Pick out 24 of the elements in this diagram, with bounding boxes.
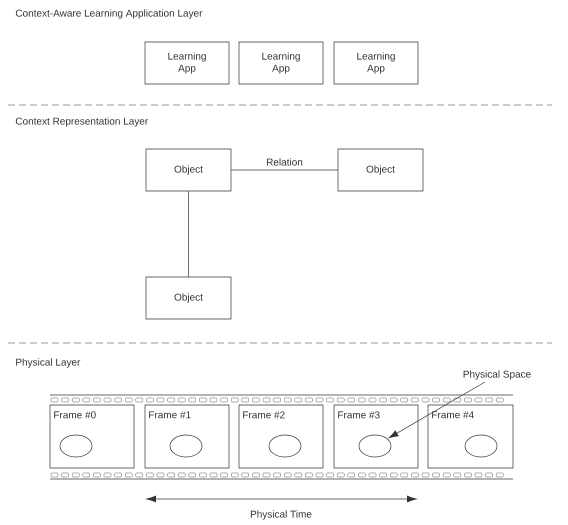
object-box: Object xyxy=(146,148,232,192)
ellipse-shape xyxy=(60,434,92,458)
frame-box: Frame #3 xyxy=(334,404,418,468)
edge-label: Relation xyxy=(266,158,302,166)
connector-line xyxy=(188,191,189,277)
app-box: Learning App xyxy=(334,42,418,84)
leader-line xyxy=(388,382,486,438)
layer-heading: Context-Aware Learning Application Layer xyxy=(16,9,202,19)
object-box: Object xyxy=(146,276,232,320)
ellipse-shape xyxy=(464,434,498,458)
frame-box: Frame #1 xyxy=(144,404,230,468)
frame-box: Frame #4 xyxy=(428,404,514,468)
ellipse-shape xyxy=(358,434,392,458)
frame-box: Frame #0 xyxy=(50,404,134,468)
callout-text: Physical Space xyxy=(464,370,531,380)
layer-heading: Physical Layer xyxy=(16,358,80,368)
ellipse-shape xyxy=(170,434,202,458)
app-box: Learning App xyxy=(144,42,230,84)
frame-box: Frame #2 xyxy=(238,404,324,468)
object-box: Object xyxy=(338,148,424,192)
layer-heading: Context Representation Layer xyxy=(16,117,148,127)
ellipse-shape xyxy=(268,434,302,458)
app-box: Learning App xyxy=(238,42,324,84)
axis-label: Physical Time xyxy=(250,510,312,520)
